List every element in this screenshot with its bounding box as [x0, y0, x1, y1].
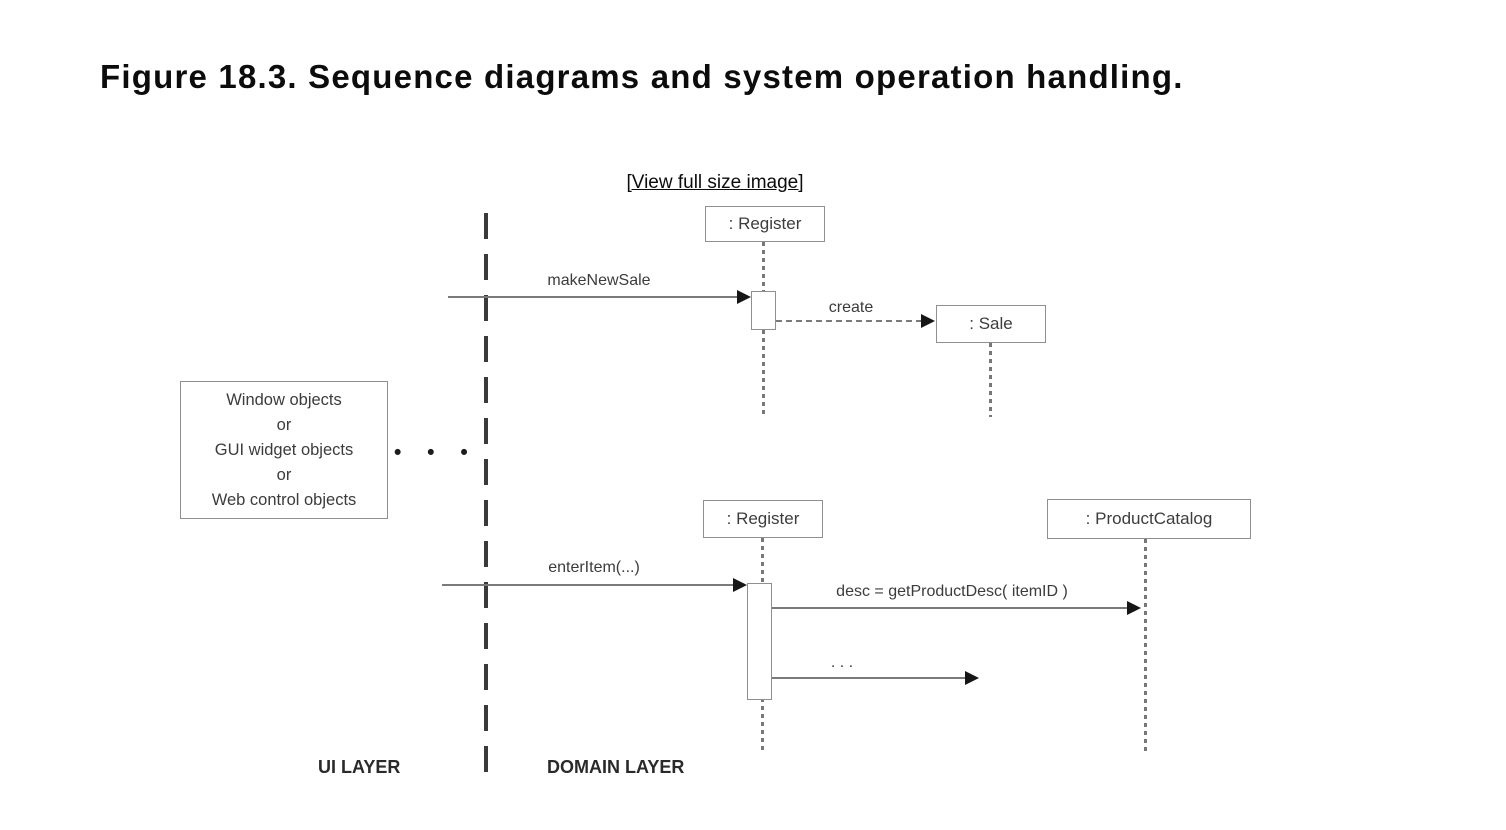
message-make-new-sale-line	[448, 296, 738, 298]
actor-product-catalog-label: : ProductCatalog	[1085, 509, 1213, 528]
product-catalog-lifeline	[1144, 539, 1147, 752]
ui-layer-label: UI LAYER	[318, 757, 401, 777]
actor-product-catalog: : ProductCatalog	[1047, 499, 1251, 539]
arrowhead-icon	[1127, 601, 1141, 615]
message-more-label: . . .	[830, 654, 854, 671]
message-get-product-desc-line	[772, 607, 1128, 609]
activation-bar-register-top	[751, 291, 776, 330]
ui-objects-box-line: Web control objects	[211, 490, 357, 509]
figure-title: Figure 18.3. Sequence diagrams and syste…	[100, 58, 1184, 95]
actor-register-bottom: : Register	[703, 500, 823, 538]
message-make-new-sale-label: makeNewSale	[547, 272, 651, 289]
activation-bar-register-bottom	[747, 583, 772, 700]
ui-objects-box-line: GUI widget objects	[214, 440, 354, 459]
message-get-product-desc-label: desc = getProductDesc( itemID )	[836, 583, 1068, 600]
sale-lifeline	[989, 343, 992, 417]
actor-sale: : Sale	[936, 305, 1046, 343]
domain-layer-label: DOMAIN LAYER	[547, 757, 685, 777]
ellipsis-dots: • • •	[394, 441, 478, 464]
message-create-line	[776, 320, 922, 322]
arrowhead-icon	[733, 578, 747, 592]
arrowhead-icon	[737, 290, 751, 304]
actor-register-top-label: : Register	[728, 214, 802, 233]
actor-register-bottom-label: : Register	[726, 509, 800, 528]
message-create-label: create	[828, 299, 874, 316]
arrowhead-icon	[965, 671, 979, 685]
ui-objects-box-line: or	[276, 465, 292, 484]
arrowhead-icon	[921, 314, 935, 328]
message-more-line	[772, 677, 966, 679]
ui-objects-box: Window objects or GUI widget objects or …	[180, 381, 388, 519]
layer-separator-line	[484, 213, 488, 772]
ui-objects-box-line: Window objects	[226, 390, 342, 409]
actor-sale-label: : Sale	[969, 314, 1013, 333]
message-enter-item-label: enterItem(...)	[548, 559, 640, 576]
ui-objects-box-line: or	[276, 415, 292, 434]
actor-register-top: : Register	[705, 206, 825, 242]
view-full-size-link[interactable]: [View full size image]	[626, 172, 804, 193]
message-enter-item-line	[442, 584, 734, 586]
